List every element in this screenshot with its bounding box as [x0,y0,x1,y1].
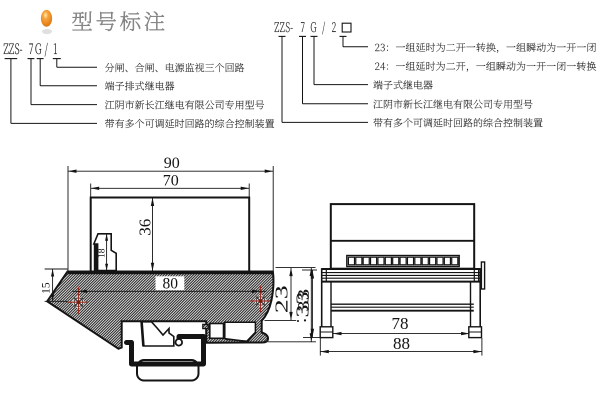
svg-text:33: 33 [294,289,313,312]
svg-text:70: 70 [163,173,179,190]
svg-text:90: 90 [164,155,180,172]
svg-text:18: 18 [97,248,107,258]
svg-text:80: 80 [163,275,179,292]
svg-text:33: 33 [292,292,312,318]
svg-text:23: 23 [271,285,291,313]
svg-text:36: 36 [135,219,154,236]
svg-text:88: 88 [393,334,410,353]
svg-text:15: 15 [40,282,52,294]
svg-text:78: 78 [392,314,409,333]
